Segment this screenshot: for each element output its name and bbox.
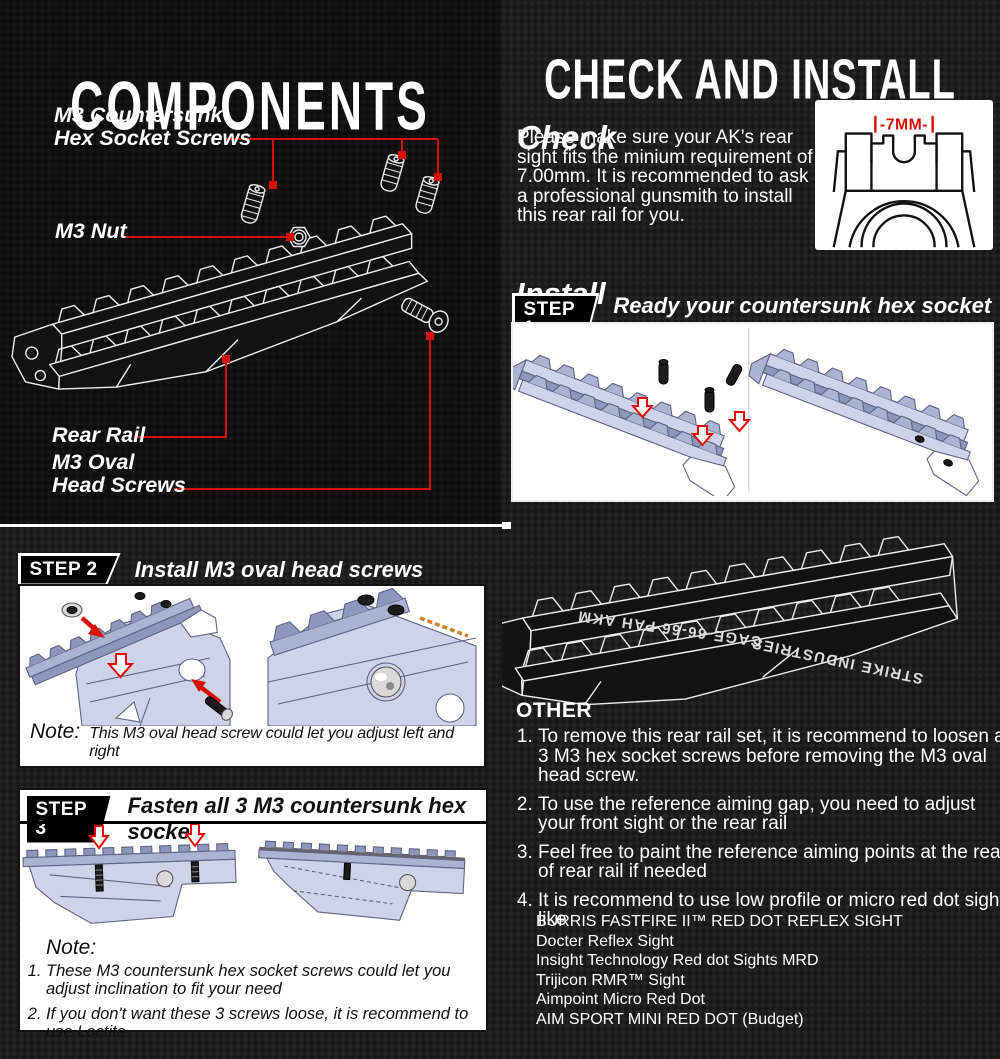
- sight-item: Insight Technology Red dot Sights MRD: [536, 952, 819, 969]
- set-screw-2: [380, 154, 405, 192]
- label-rear-rail: Rear Rail: [52, 423, 146, 447]
- section-divider: [0, 522, 511, 529]
- step3-section: STEP 3 Fasten all 3 M3 countersunk hex s…: [18, 788, 488, 1041]
- step3-drawing: [22, 824, 466, 924]
- step1-drawing: [504, 328, 980, 503]
- step3-screw-3: [343, 862, 352, 881]
- label-m3-nut: M3 Nut: [55, 219, 127, 243]
- rear-rail-engraved-figure: CAGE-66-66 PAH AKM STRIKE INDUSTRIES: [502, 535, 959, 706]
- oval-screw-art: [401, 297, 449, 333]
- sights-list: BURRIS FASTFIRE II™ RED DOT REFLEX SIGHT…: [536, 914, 903, 1031]
- other-item: To remove this rear rail set, it is reco…: [538, 727, 1000, 786]
- components-section: COMPONENTS: [0, 0, 500, 524]
- step2-note-label: Note:: [30, 720, 81, 743]
- step2-header: STEP 2 Install M3 oval head screws: [18, 553, 423, 587]
- step3-screw-2: [190, 861, 200, 883]
- set-screw-1: [240, 184, 266, 224]
- sight-item: BURRIS FASTFIRE II™ RED DOT REFLEX SIGHT: [536, 913, 903, 930]
- rear-sight-width-figure: -7MM-: [815, 100, 993, 250]
- loose-screw-1: [658, 359, 669, 385]
- components-title: COMPONENTS: [70, 66, 430, 145]
- oval-screw-floating: [61, 602, 83, 618]
- components-diagram: [11, 138, 449, 490]
- loose-screw-3: [725, 363, 743, 386]
- step2-drawing: [25, 587, 477, 727]
- label-oval-screws: M3 Oval Head Screws: [52, 450, 186, 497]
- step1-figure: [504, 322, 994, 503]
- step2-figure: Note: This M3 oval head screw could let …: [18, 584, 486, 768]
- loose-screw-2: [704, 387, 715, 413]
- step2-label: Install M3 oval head screws: [134, 556, 424, 582]
- label-oval-line2: Head Screws: [52, 473, 186, 497]
- step3-rule: [20, 821, 486, 824]
- step3-header: STEP 3 Fasten all 3 M3 countersunk hex s…: [24, 793, 486, 846]
- sight-item: Trijicon RMR™ Sight: [536, 971, 685, 989]
- other-item: Feel free to paint the reference aiming …: [538, 842, 1000, 882]
- step3-note-list: These M3 countersunk hex socket screws c…: [26, 962, 491, 1048]
- step3-badge: STEP 3: [24, 793, 114, 846]
- label-oval-line1: M3 Oval: [52, 450, 135, 474]
- other-item: It is recommend to use low profile or mi…: [538, 890, 1000, 930]
- label-countersunk-line2: Hex Socket Screws: [54, 126, 252, 150]
- dimension-7mm: -7MM-: [880, 117, 928, 134]
- other-item: To use the reference aiming gap, you nee…: [538, 794, 1000, 834]
- step3-note-item: These M3 countersunk hex socket screws c…: [46, 962, 491, 998]
- step2-note: Note: This M3 oval head screw could let …: [30, 720, 484, 761]
- other-heading: OTHER: [516, 699, 592, 722]
- sight-item: Aimpoint Micro Red Dot: [536, 991, 705, 1008]
- step3-note-label: Note:: [46, 936, 97, 959]
- rear-sight-drawing: -7MM-: [832, 115, 976, 248]
- step2-badge: STEP 2: [18, 553, 121, 587]
- sight-item: Docter Reflex Sight: [536, 932, 674, 950]
- label-countersunk-line1: M3 Countersunk: [54, 103, 223, 127]
- other-list: To remove this rear rail set, it is reco…: [512, 727, 1000, 939]
- step2-note-text: This M3 oval head screw could let you ad…: [89, 725, 454, 760]
- check-body: Please make sure your AK's rear sight fi…: [517, 127, 813, 226]
- sight-item: AIM SPORT MINI RED DOT (Budget): [536, 1010, 804, 1028]
- label-countersunk-screws: M3 Countersunk Hex Socket Screws: [54, 103, 252, 150]
- step3-screw-1: [94, 864, 104, 892]
- oval-screw-loose: [204, 696, 233, 721]
- check-heading: Check: [517, 119, 617, 157]
- step3-note-item: If you don't want these 3 screws loose, …: [46, 1005, 491, 1041]
- set-screw-3: [415, 176, 440, 214]
